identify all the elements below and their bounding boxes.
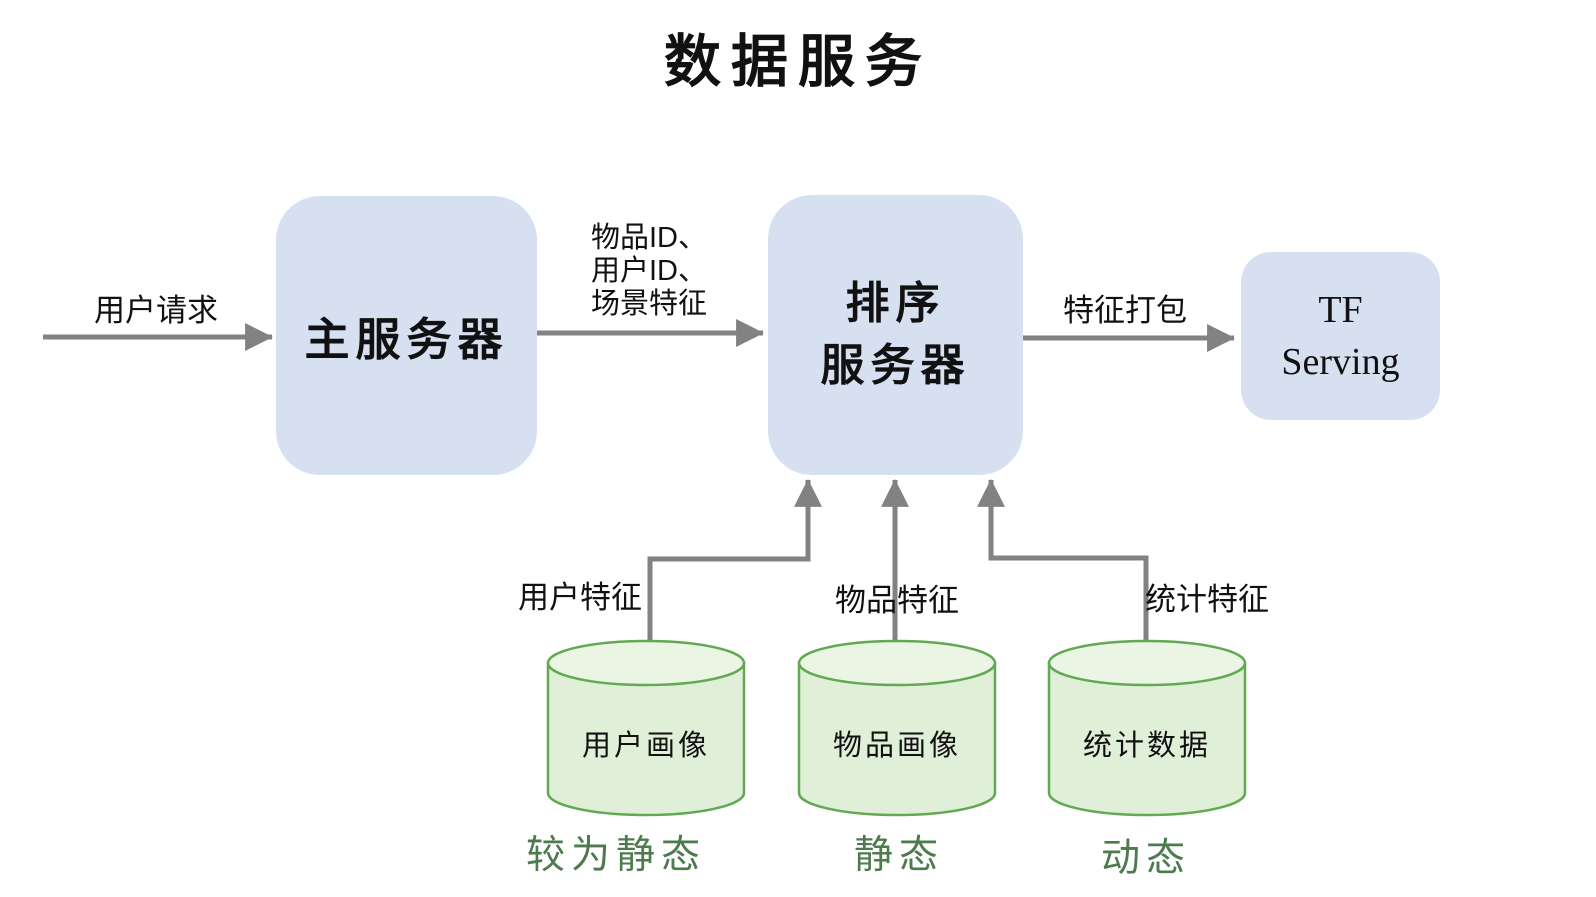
main-server-node: 主服务器 [276, 196, 537, 475]
edge-label-rank-input-line3: 场景特征 [591, 288, 708, 320]
user-profile-db-cylinder [546, 639, 746, 817]
edge-label-item-feature: 物品特征 [835, 583, 959, 618]
user-feature-arrow [647, 478, 822, 650]
stat-data-db-label: 统计数据 [1082, 730, 1211, 762]
tf-serving-node: TF Serving [1241, 252, 1440, 420]
edge-label-feature-pack: 特征打包 [1063, 293, 1187, 328]
tf-serving-label-line1: TF [1318, 289, 1363, 331]
edge-label-rank-input-line1: 物品ID、 [591, 222, 708, 254]
caption-item-profile: 静态 [853, 834, 944, 877]
item-profile-db-cylinder [797, 639, 997, 817]
edge-label-rank-input: 物品ID、 用户ID、 场景特征 [591, 222, 707, 321]
tf-serving-label-line2: Serving [1281, 341, 1400, 383]
diagram-title: 数据服务 [664, 30, 932, 94]
main-server-label: 主服务器 [304, 314, 509, 365]
edge-label-stat-feature: 统计特征 [1145, 582, 1269, 617]
edge-label-user-request: 用户请求 [94, 293, 218, 328]
caption-stat-data: 动态 [1100, 837, 1191, 880]
rank-server-label-line2: 服务器 [820, 341, 971, 390]
rank-server-node: 排序 服务器 [768, 195, 1023, 475]
item-profile-db-label: 物品画像 [832, 730, 961, 762]
rank-server-label-line1: 排序 [845, 279, 946, 328]
edge-label-rank-input-line2: 用户ID、 [591, 255, 708, 287]
user-profile-db-label: 用户画像 [581, 730, 710, 762]
stat-feature-arrow [977, 478, 1149, 650]
caption-user-profile: 较为静态 [525, 834, 706, 877]
stat-data-db-cylinder [1047, 639, 1247, 817]
edge-label-user-feature: 用户特征 [518, 580, 642, 615]
